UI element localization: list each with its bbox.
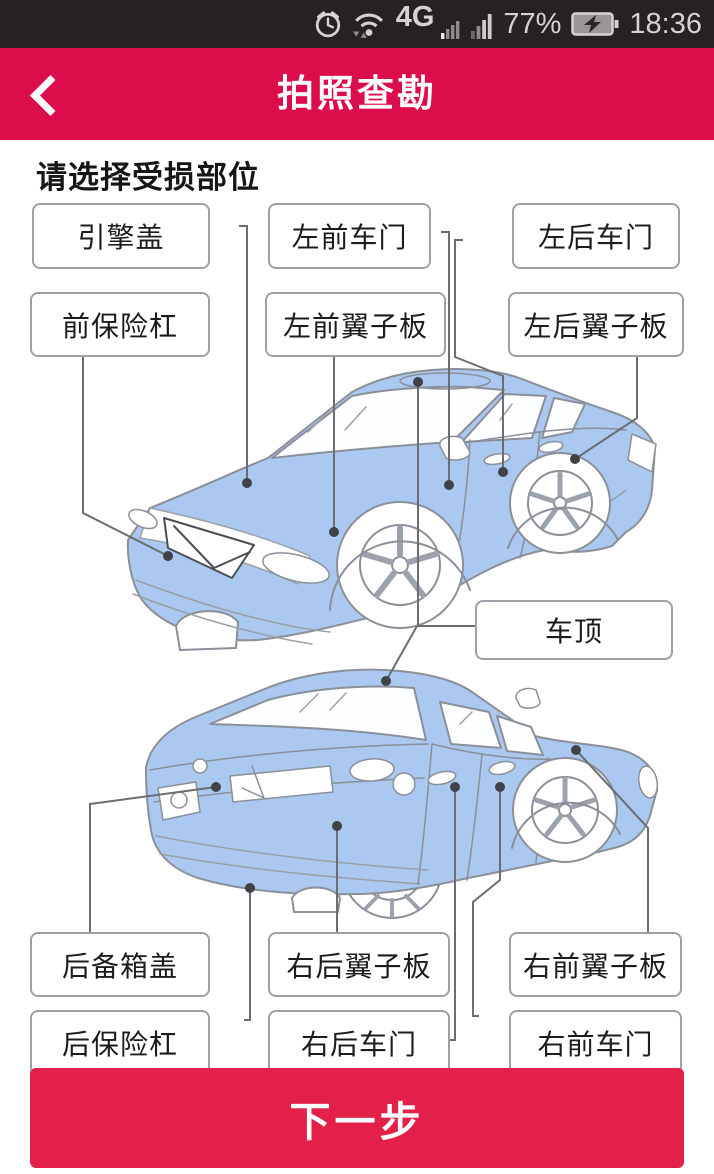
instruction-text: 请选择受损部位 xyxy=(36,160,260,195)
part-button-rear-bumper[interactable]: 后保险杠 xyxy=(30,1010,210,1076)
sim1-signal-bars xyxy=(441,21,460,39)
app-header: 拍照查勘 xyxy=(0,48,714,140)
part-button-left-front-door[interactable]: 左前车门 xyxy=(268,203,431,269)
part-button-right-rear-fender[interactable]: 右后翼子板 xyxy=(268,932,450,997)
car-rear-wheels xyxy=(511,757,621,863)
part-button-left-rear-door[interactable]: 左后车门 xyxy=(512,203,680,269)
status-bar: 4G 77% 18:36 xyxy=(0,0,714,48)
next-step-button[interactable]: 下一步 xyxy=(30,1068,684,1168)
network-type-label: 4G xyxy=(395,1,435,33)
part-button-roof[interactable]: 车顶 xyxy=(475,600,673,660)
part-button-engine-hood[interactable]: 引擎盖 xyxy=(32,203,210,269)
part-button-left-front-fender[interactable]: 左前翼子板 xyxy=(265,292,446,357)
battery-charging-icon xyxy=(571,12,619,36)
clock-time: 18:36 xyxy=(629,8,702,40)
wifi-icon xyxy=(352,13,383,38)
battery-percent: 77% xyxy=(503,8,562,40)
sim2-signal-bars xyxy=(471,14,492,39)
part-button-right-front-door[interactable]: 右前车门 xyxy=(509,1010,682,1076)
part-button-right-front-fender[interactable]: 右前翼子板 xyxy=(509,932,682,997)
part-button-front-bumper[interactable]: 前保险杠 xyxy=(30,292,210,357)
part-button-trunk-lid[interactable]: 后备箱盖 xyxy=(30,932,210,997)
car-rear-illustration xyxy=(145,668,659,919)
part-button-right-rear-door[interactable]: 右后车门 xyxy=(268,1010,450,1076)
part-button-left-rear-fender[interactable]: 左后翼子板 xyxy=(508,292,684,357)
alarm-icon xyxy=(315,11,340,38)
page-title: 拍照查勘 xyxy=(277,73,437,114)
